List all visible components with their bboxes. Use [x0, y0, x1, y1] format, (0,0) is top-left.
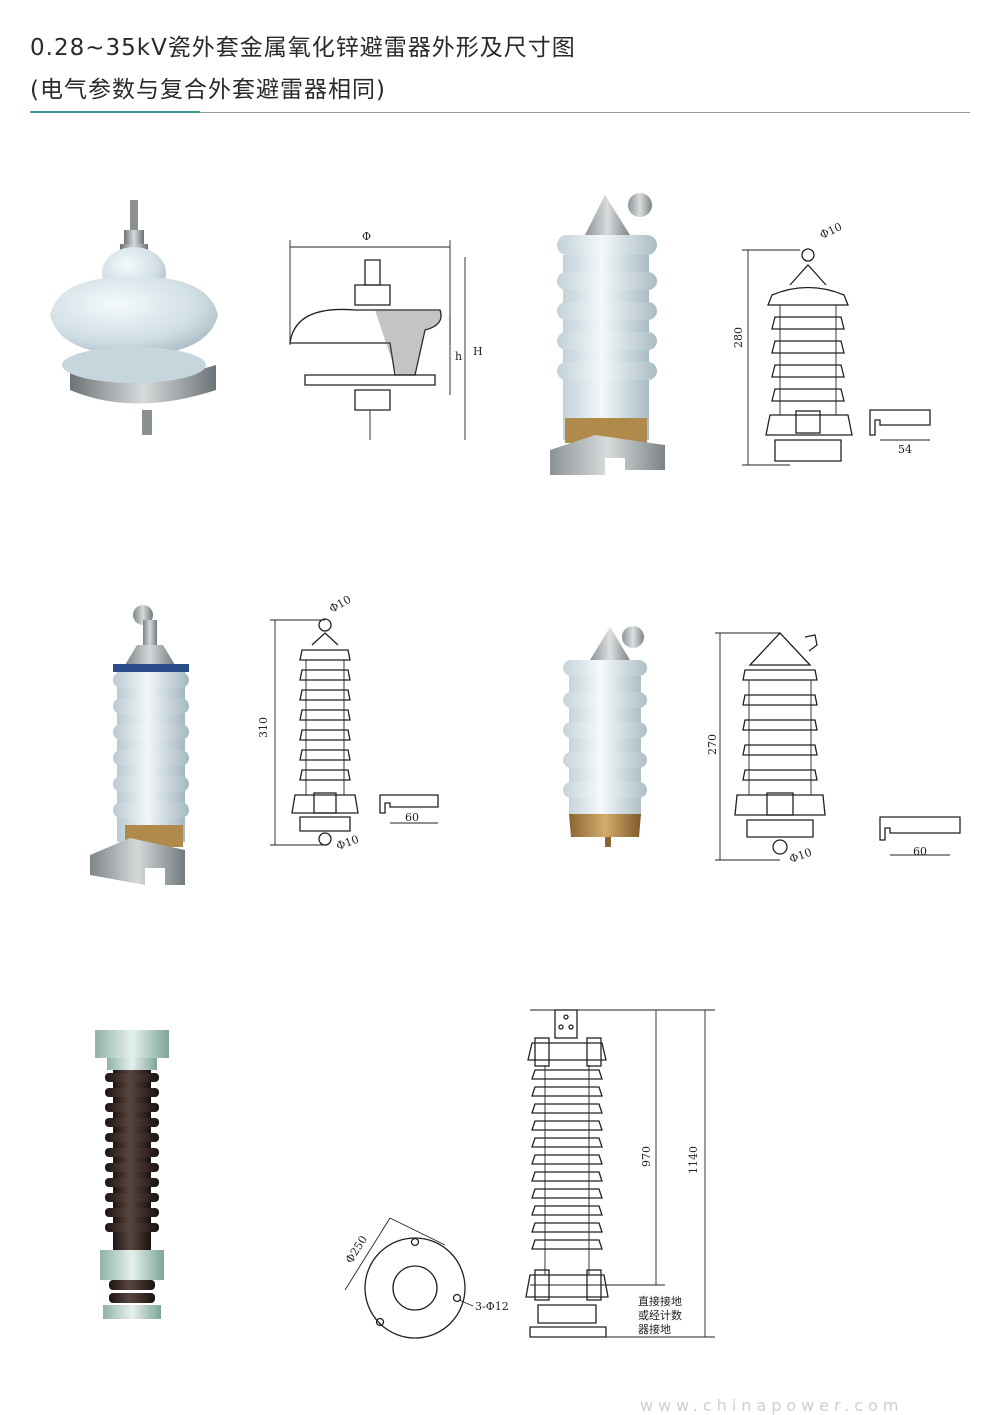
photo-porcelain-arrester-small [550, 193, 665, 475]
dim-280: 280 [732, 327, 745, 348]
dim-phi: Φ [362, 230, 371, 243]
dim-phi10-top: Φ10 [327, 593, 353, 616]
header-divider [200, 112, 970, 113]
header-accent-rule [30, 111, 200, 113]
drawing-arrester-270: 270 Φ10 60 [706, 632, 961, 866]
page-title: 0.28~35kV瓷外套金属氧化锌避雷器外形及尺寸图 [30, 35, 576, 61]
drawing-base-plan: Φ250 3-Φ12 [343, 1217, 509, 1339]
ground-note-line3: 器接地 [638, 1323, 671, 1336]
photo-low-voltage-arrester [50, 200, 218, 435]
dim-1140: 1140 [687, 1146, 700, 1174]
ground-note-line1: 直接接地 [638, 1294, 682, 1308]
drawing-low-voltage-arrester: Φ h H [289, 230, 483, 440]
dim-60: 60 [405, 811, 419, 824]
drawing-arrester-280: 280 Φ10 54 [732, 220, 931, 466]
dim-270: 270 [706, 734, 719, 755]
dim-phi10-bottom: Φ10 [788, 846, 814, 866]
photo-porcelain-arrester-medium [90, 605, 189, 885]
dim-phi250: Φ250 [343, 1233, 370, 1265]
dim-970: 970 [640, 1146, 653, 1167]
dim-60: 60 [913, 845, 927, 858]
dim-3-phi12: 3-Φ12 [475, 1300, 509, 1313]
dim-h: h [455, 350, 462, 363]
dim-H: H [473, 345, 483, 358]
page-subtitle: (电气参数与复合外套避雷器相同) [30, 77, 386, 103]
watermark: www.chinapower.com [640, 1396, 904, 1415]
dim-phi10-top: Φ10 [818, 220, 844, 242]
photo-tall-arrester [95, 1030, 169, 1319]
dim-310: 310 [257, 717, 270, 738]
drawing-arrester-310: 310 Φ10 Φ10 60 [257, 593, 439, 853]
photo-porcelain-arrester-brass-base [563, 626, 647, 847]
dim-phi10-bottom: Φ10 [335, 833, 361, 853]
ground-note-line2: 或经计数 [638, 1309, 682, 1322]
dim-54: 54 [898, 443, 912, 456]
drawing-arrester-1140: 970 1140 直接接地 或经计数 器接地 [525, 1009, 715, 1338]
